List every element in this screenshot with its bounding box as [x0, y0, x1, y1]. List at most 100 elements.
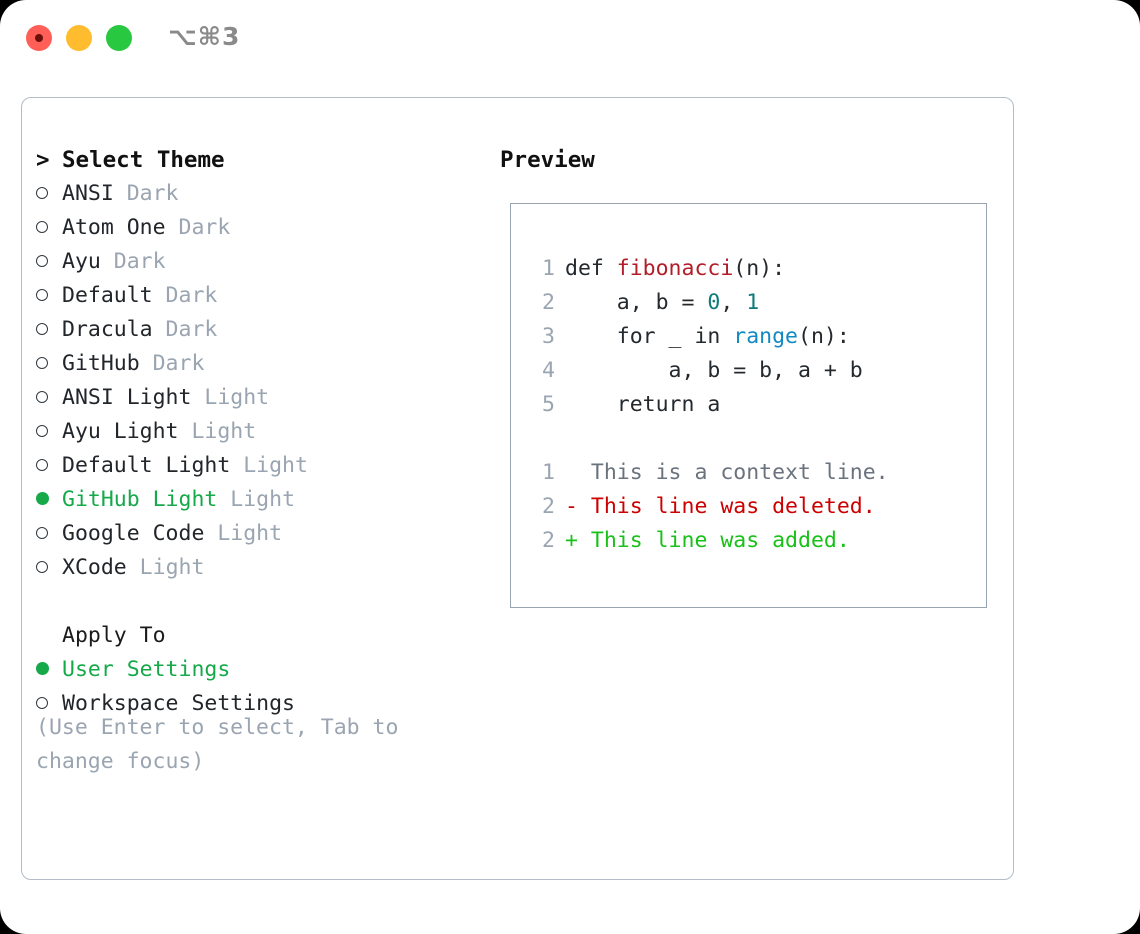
radio-unselected-icon[interactable] — [36, 551, 62, 585]
radio-unselected-icon[interactable] — [36, 449, 62, 483]
code-line-number: 4 — [542, 358, 555, 383]
radio-unselected-icon[interactable] — [36, 245, 62, 279]
radio-dot — [36, 561, 48, 573]
radio-dot — [36, 697, 48, 709]
theme-variant-badge: Dark — [100, 249, 166, 274]
radio-unselected-icon[interactable] — [36, 177, 62, 211]
code-token-plain: a, b = b, a + b — [565, 358, 863, 383]
preview-column: Preview — [500, 143, 1000, 177]
apply-to-option-user-settings[interactable]: User Settings — [36, 653, 476, 687]
theme-list-item-default[interactable]: Default Dark — [36, 279, 476, 313]
radio-dot — [36, 255, 48, 267]
theme-variant-badge: Light — [126, 555, 205, 580]
code-line: 2 a, b = 0, 1 — [533, 286, 976, 320]
radio-dot — [36, 289, 48, 301]
radio-unselected-icon[interactable] — [36, 347, 62, 381]
code-token-plain: for _ in — [565, 324, 734, 349]
theme-list-item-ayu[interactable]: Ayu Dark — [36, 245, 476, 279]
theme-variant-badge: Light — [178, 419, 257, 444]
code-line-number: 5 — [542, 392, 555, 417]
theme-variant-badge: Light — [217, 487, 296, 512]
code-token-plain: (n): — [733, 256, 786, 281]
radio-dot — [36, 391, 48, 403]
theme-name: Default Light — [62, 453, 231, 478]
theme-list-item-github-light[interactable]: GitHub Light Light — [36, 483, 476, 517]
theme-list-item-ayu-light[interactable]: Ayu Light Light — [36, 415, 476, 449]
code-token-plain: (n): — [798, 324, 850, 349]
title-bar: ⌥⌘3 — [0, 0, 1140, 78]
theme-name: Dracula — [62, 317, 153, 342]
radio-dot — [36, 425, 48, 437]
theme-name: GitHub Light — [62, 487, 218, 512]
keyboard-shortcut-label: ⌥⌘3 — [168, 22, 241, 51]
theme-name: GitHub — [62, 351, 140, 376]
diff-line-del: 2- This line was deleted. — [533, 490, 976, 524]
code-token-num: 1 — [746, 290, 760, 315]
radio-unselected-icon[interactable] — [36, 211, 62, 245]
theme-list-item-github[interactable]: GitHub Dark — [36, 347, 476, 381]
diff-sign — [565, 460, 591, 485]
radio-selected-icon[interactable] — [36, 483, 62, 517]
code-token-num: 0 — [707, 290, 721, 315]
code-line-number: 3 — [542, 324, 555, 349]
theme-name: ANSI — [62, 181, 114, 206]
theme-list-header: > Select Theme — [36, 143, 476, 177]
theme-list-item-google-code[interactable]: Google Code Light — [36, 517, 476, 551]
theme-name: Google Code — [62, 521, 205, 546]
theme-list-item-ansi-light[interactable]: ANSI Light Light — [36, 381, 476, 415]
list-spacer — [36, 585, 476, 619]
theme-list-item-default-light[interactable]: Default Light Light — [36, 449, 476, 483]
maximize-button[interactable] — [106, 25, 132, 51]
diff-line-ctx: 1 This is a context line. — [533, 456, 976, 490]
code-token-plain: def — [565, 256, 617, 281]
theme-list-item-ansi[interactable]: ANSI Dark — [36, 177, 476, 211]
close-button[interactable] — [26, 25, 52, 51]
theme-variant-badge: Dark — [139, 351, 205, 376]
radio-unselected-icon[interactable] — [36, 517, 62, 551]
radio-unselected-icon[interactable] — [36, 279, 62, 313]
theme-list-item-xcode[interactable]: XCode Light — [36, 551, 476, 585]
theme-variant-badge: Dark — [165, 215, 231, 240]
apply-to-label-row: Apply To — [36, 619, 476, 653]
theme-variant-badge: Light — [191, 385, 270, 410]
prompt-caret-icon: > — [36, 147, 64, 173]
page-title: Select Theme — [62, 147, 225, 173]
radio-dot — [36, 187, 48, 199]
apply-to-label: Apply To — [62, 623, 166, 648]
radio-dot — [36, 492, 49, 505]
minimize-button[interactable] — [66, 25, 92, 51]
theme-name: Atom One — [62, 215, 166, 240]
radio-dot — [36, 357, 48, 369]
code-line: 5 return a — [533, 388, 976, 422]
radio-unselected-icon[interactable] — [36, 381, 62, 415]
radio-dot — [36, 221, 48, 233]
radio-unselected-icon[interactable] — [36, 313, 62, 347]
code-token-plain: a, b = — [565, 290, 708, 315]
code-line: 4 a, b = b, a + b — [533, 354, 976, 388]
code-token-fn: fibonacci — [616, 256, 734, 281]
radio-unselected-icon[interactable] — [36, 415, 62, 449]
radio-selected-icon[interactable] — [36, 653, 62, 687]
code-line-number: 2 — [542, 290, 555, 315]
code-line: 3 for _ in range(n): — [533, 320, 976, 354]
keyboard-hint: (Use Enter to select, Tab to change focu… — [36, 715, 412, 774]
apply-to-option-workspace-settings[interactable]: Workspace Settings — [36, 687, 476, 721]
diff-text: This line was added. — [590, 528, 850, 553]
diff-sign: - — [565, 494, 591, 519]
theme-list-item-dracula[interactable]: Dracula Dark — [36, 313, 476, 347]
diff-line-number: 2 — [542, 528, 555, 553]
apply-to-option-label: User Settings — [62, 657, 231, 682]
diff-line-add: 2+ This line was added. — [533, 524, 976, 558]
theme-list-item-atom-one[interactable]: Atom One Dark — [36, 211, 476, 245]
radio-unselected-icon[interactable] — [36, 687, 62, 721]
diff-snippet: 1 This is a context line.2- This line wa… — [533, 456, 976, 558]
radio-dot — [36, 662, 49, 675]
